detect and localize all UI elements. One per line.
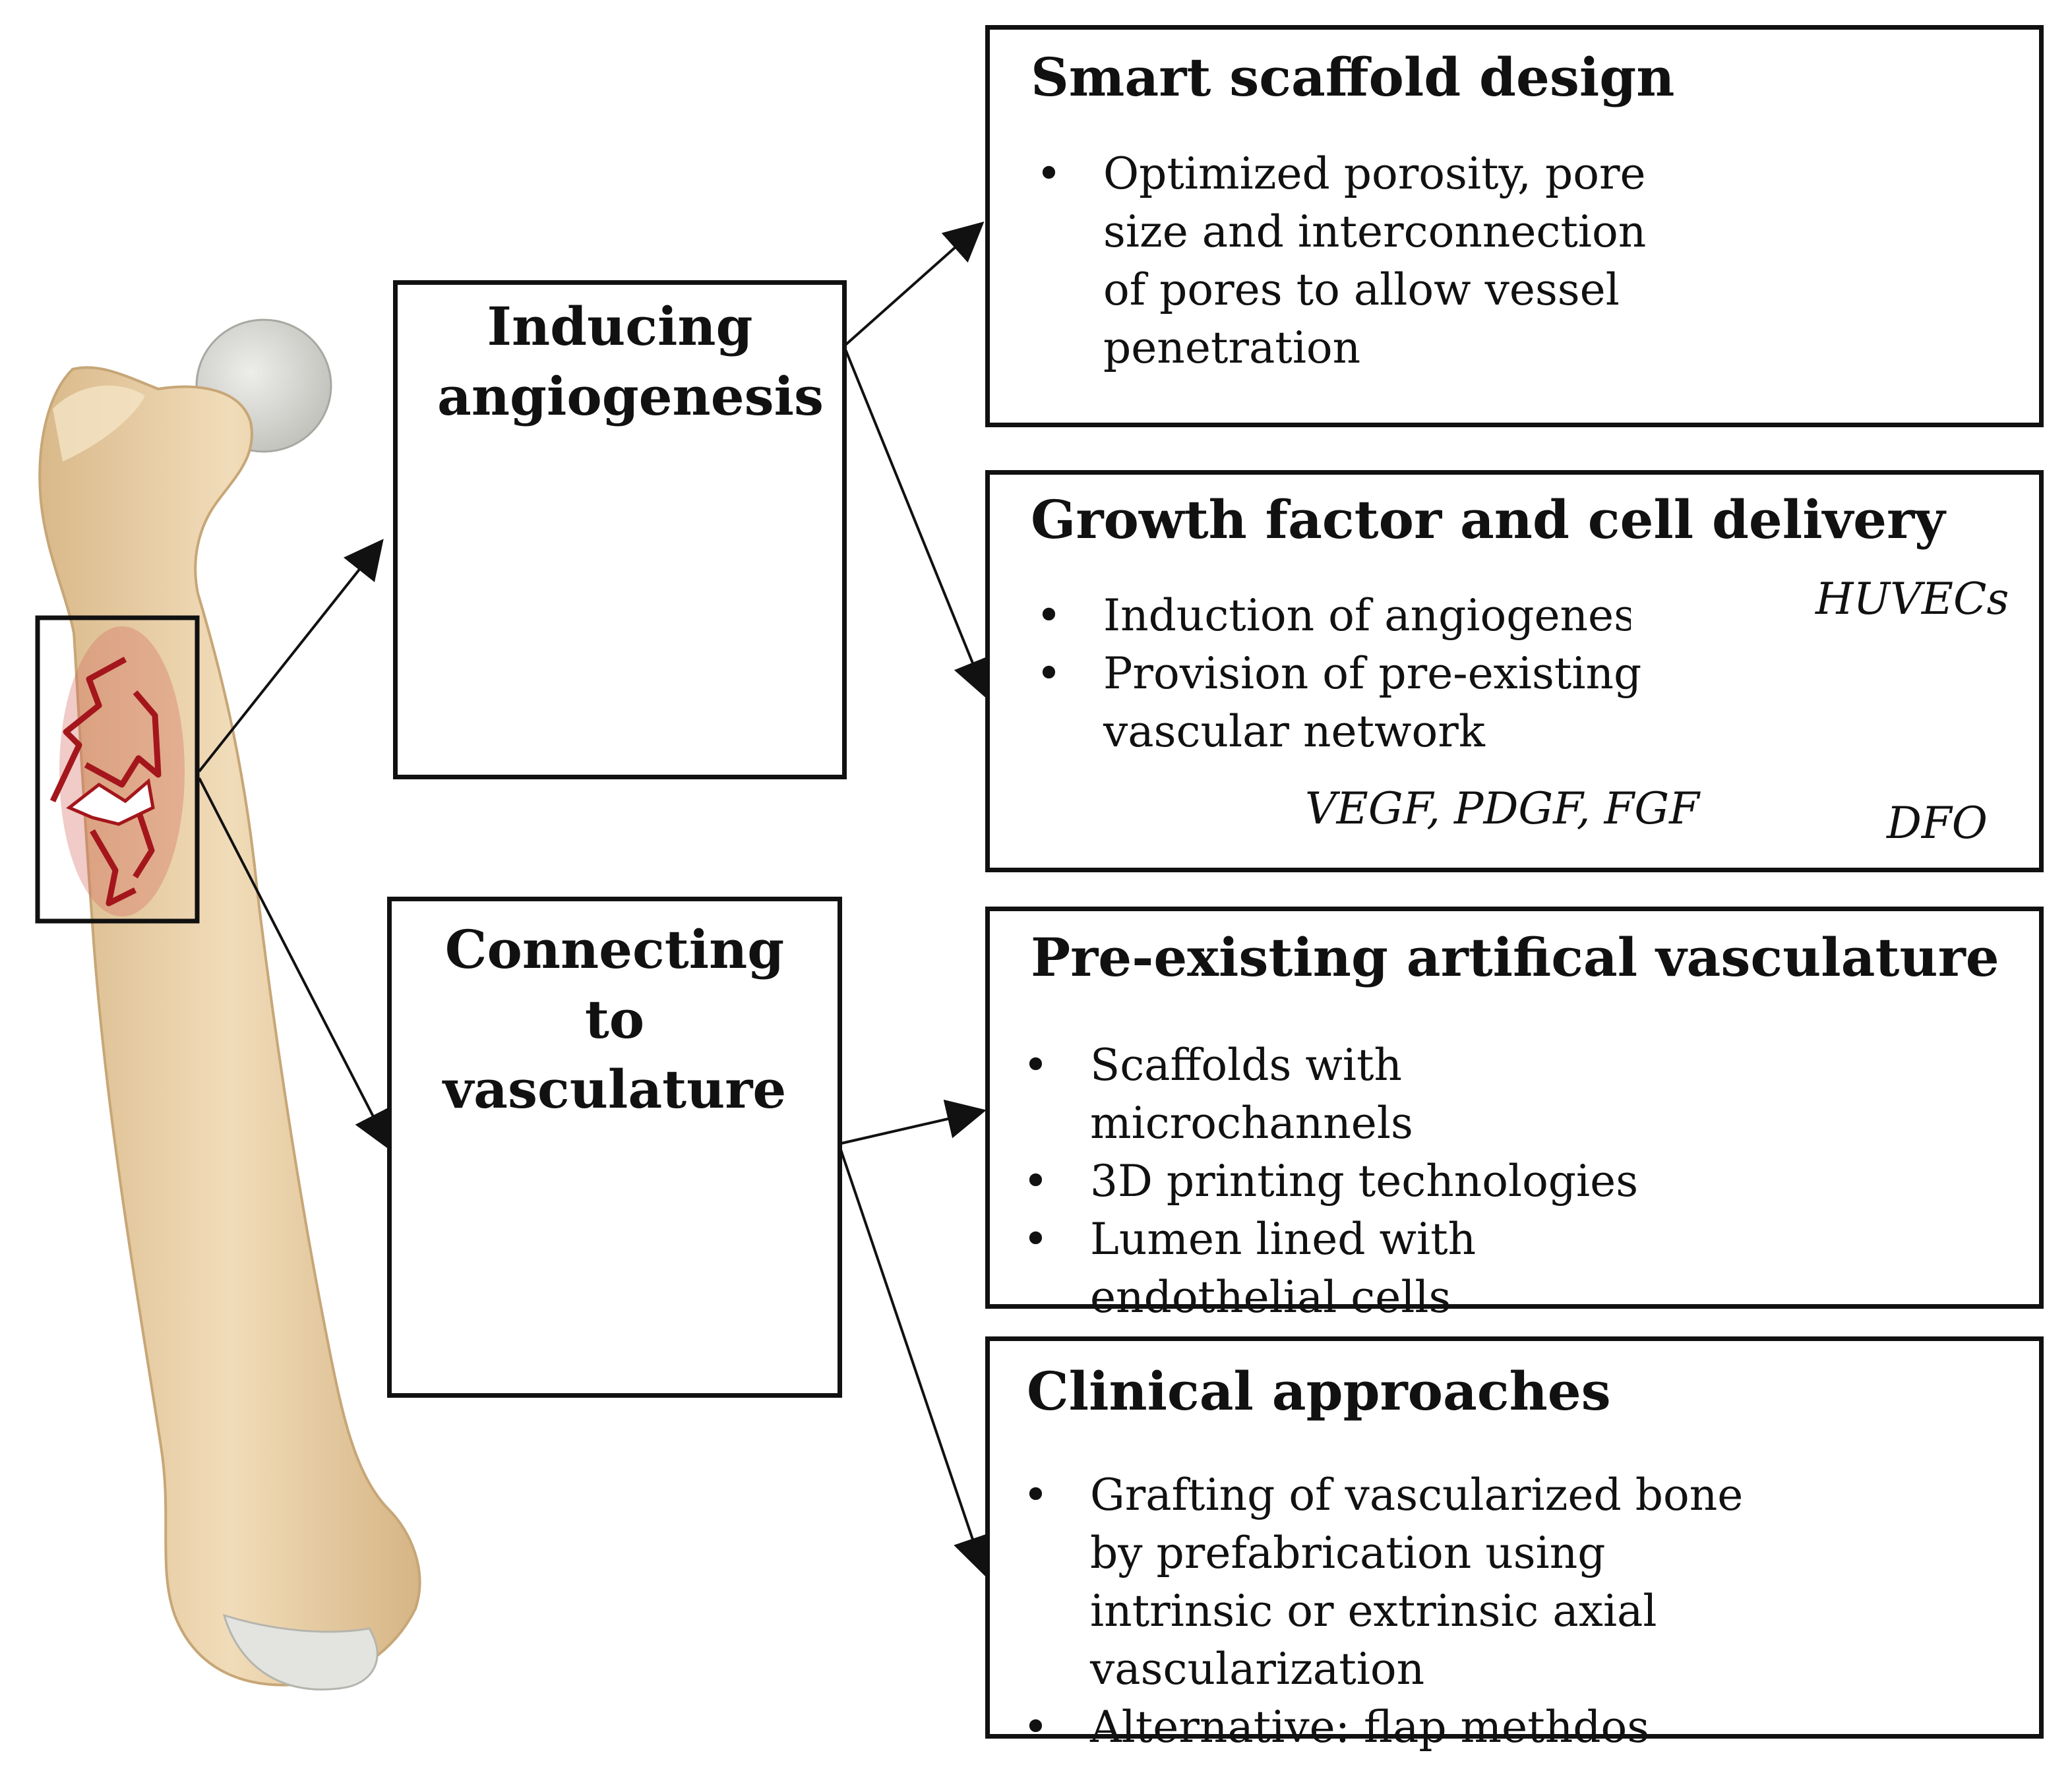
connecting-vasculature-title: Connecting to vasculature — [442, 918, 787, 1120]
smart-scaffold-title: Smart scaffold design — [1031, 46, 1675, 108]
bullet-item: Alternative: flap methdos — [1018, 1698, 1769, 1756]
arrow-to-connecting — [198, 777, 391, 1151]
arrow-to-artificial — [838, 1099, 987, 1145]
growth-factor-box: Growth factor and cell delivery Inductio… — [985, 470, 2044, 872]
growth-factor-title: Growth factor and cell delivery — [1031, 489, 1945, 551]
artificial-vasculature-box: Pre-existing artifical vasculature Scaff… — [985, 907, 2044, 1323]
connecting-vasculature-box: Connecting to vasculature — [387, 897, 842, 1398]
flow-arrows — [198, 222, 992, 1576]
arrow-to-inducing — [198, 539, 384, 773]
bullet-item: 3D printing technologies — [1018, 1152, 1717, 1211]
bullet-item: Lumen lined with endothelial cells — [1018, 1211, 1717, 1327]
bullet-item: Scaffolds with microchannels — [1018, 1036, 1717, 1152]
dfo-label: DFO — [1887, 798, 1988, 849]
bullet-item: Induction of angiogenesis — [1031, 587, 1631, 645]
bullet-item: Provision of pre-existing vascular netwo… — [1031, 645, 1677, 761]
smart-scaffold-box: Smart scaffold design Optimized porosity… — [985, 25, 2044, 427]
huvecs-label: HUVECs — [1815, 574, 2009, 624]
inducing-angiogenesis-title: Inducing angiogenesis — [437, 295, 824, 427]
bullet-item: Grafting of vascularized bone by prefabr… — [1018, 1466, 1769, 1698]
clinical-approaches-title: Clinical approaches — [1027, 1360, 1611, 1422]
clinical-approaches-box: Clinical approaches Grafting of vascular… — [985, 1336, 2044, 1756]
smart-scaffold-bullets: Optimized porosity, pore size and interc… — [1031, 145, 1690, 377]
artificial-vasculature-title: Pre-existing artifical vasculature — [1031, 926, 1999, 988]
arrow-to-clinical — [838, 1143, 992, 1576]
clinical-approaches-bullets: Grafting of vascularized bone by prefabr… — [1018, 1466, 1769, 1756]
growth-factor-bullets: Induction of angiogenesis Provision of p… — [1031, 587, 1677, 761]
fracture-highlight-box — [35, 615, 200, 924]
bullet-item: Optimized porosity, pore size and interc… — [1031, 145, 1690, 377]
inducing-angiogenesis-box: Inducing angiogenesis — [393, 280, 847, 779]
growth-factors-label: VEGF, PDGF, FGF — [1305, 783, 1699, 834]
arrow-to-growth-factor — [843, 345, 991, 700]
fracture-lines — [49, 657, 162, 907]
artificial-vasculature-bullets: Scaffolds with microchannels 3D printing… — [1018, 1036, 1717, 1327]
arrow-to-scaffold — [843, 222, 985, 347]
femur-shaft — [38, 366, 421, 1687]
femur-illustration — [38, 318, 421, 1690]
distal-condyle — [222, 1613, 379, 1690]
